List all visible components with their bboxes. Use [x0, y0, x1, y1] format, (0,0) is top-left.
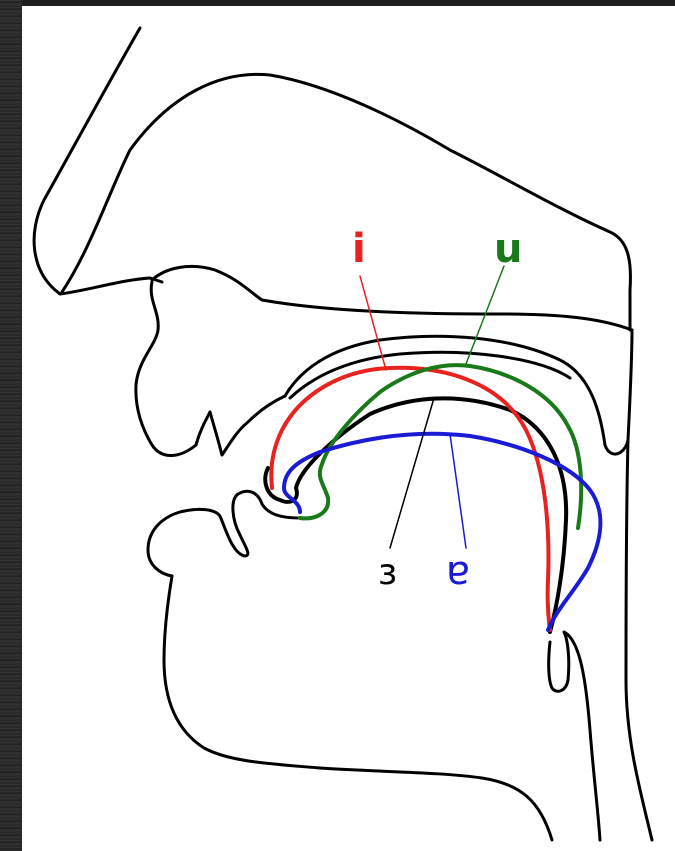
- label-u: u: [494, 226, 522, 272]
- lower-lip: [148, 491, 300, 576]
- nasal-cavity-roof: [62, 74, 630, 330]
- label-e: ɐ: [446, 548, 470, 594]
- chin: [164, 576, 552, 840]
- tongue-e: [284, 434, 600, 630]
- pointer-3: [390, 398, 434, 548]
- palate-inner: [290, 352, 570, 398]
- lip-contour: [136, 282, 196, 456]
- upper-teeth: [196, 396, 285, 455]
- tongue-i: [271, 368, 550, 630]
- label-i: i: [352, 226, 366, 272]
- epiglottis: [549, 632, 600, 840]
- upper-lip: [152, 266, 632, 330]
- pointer-i: [360, 276, 386, 370]
- label-3: з: [378, 552, 397, 593]
- pharynx-back-wall: [626, 440, 652, 840]
- pointer-e: [450, 434, 466, 548]
- nose-outline: [34, 28, 162, 294]
